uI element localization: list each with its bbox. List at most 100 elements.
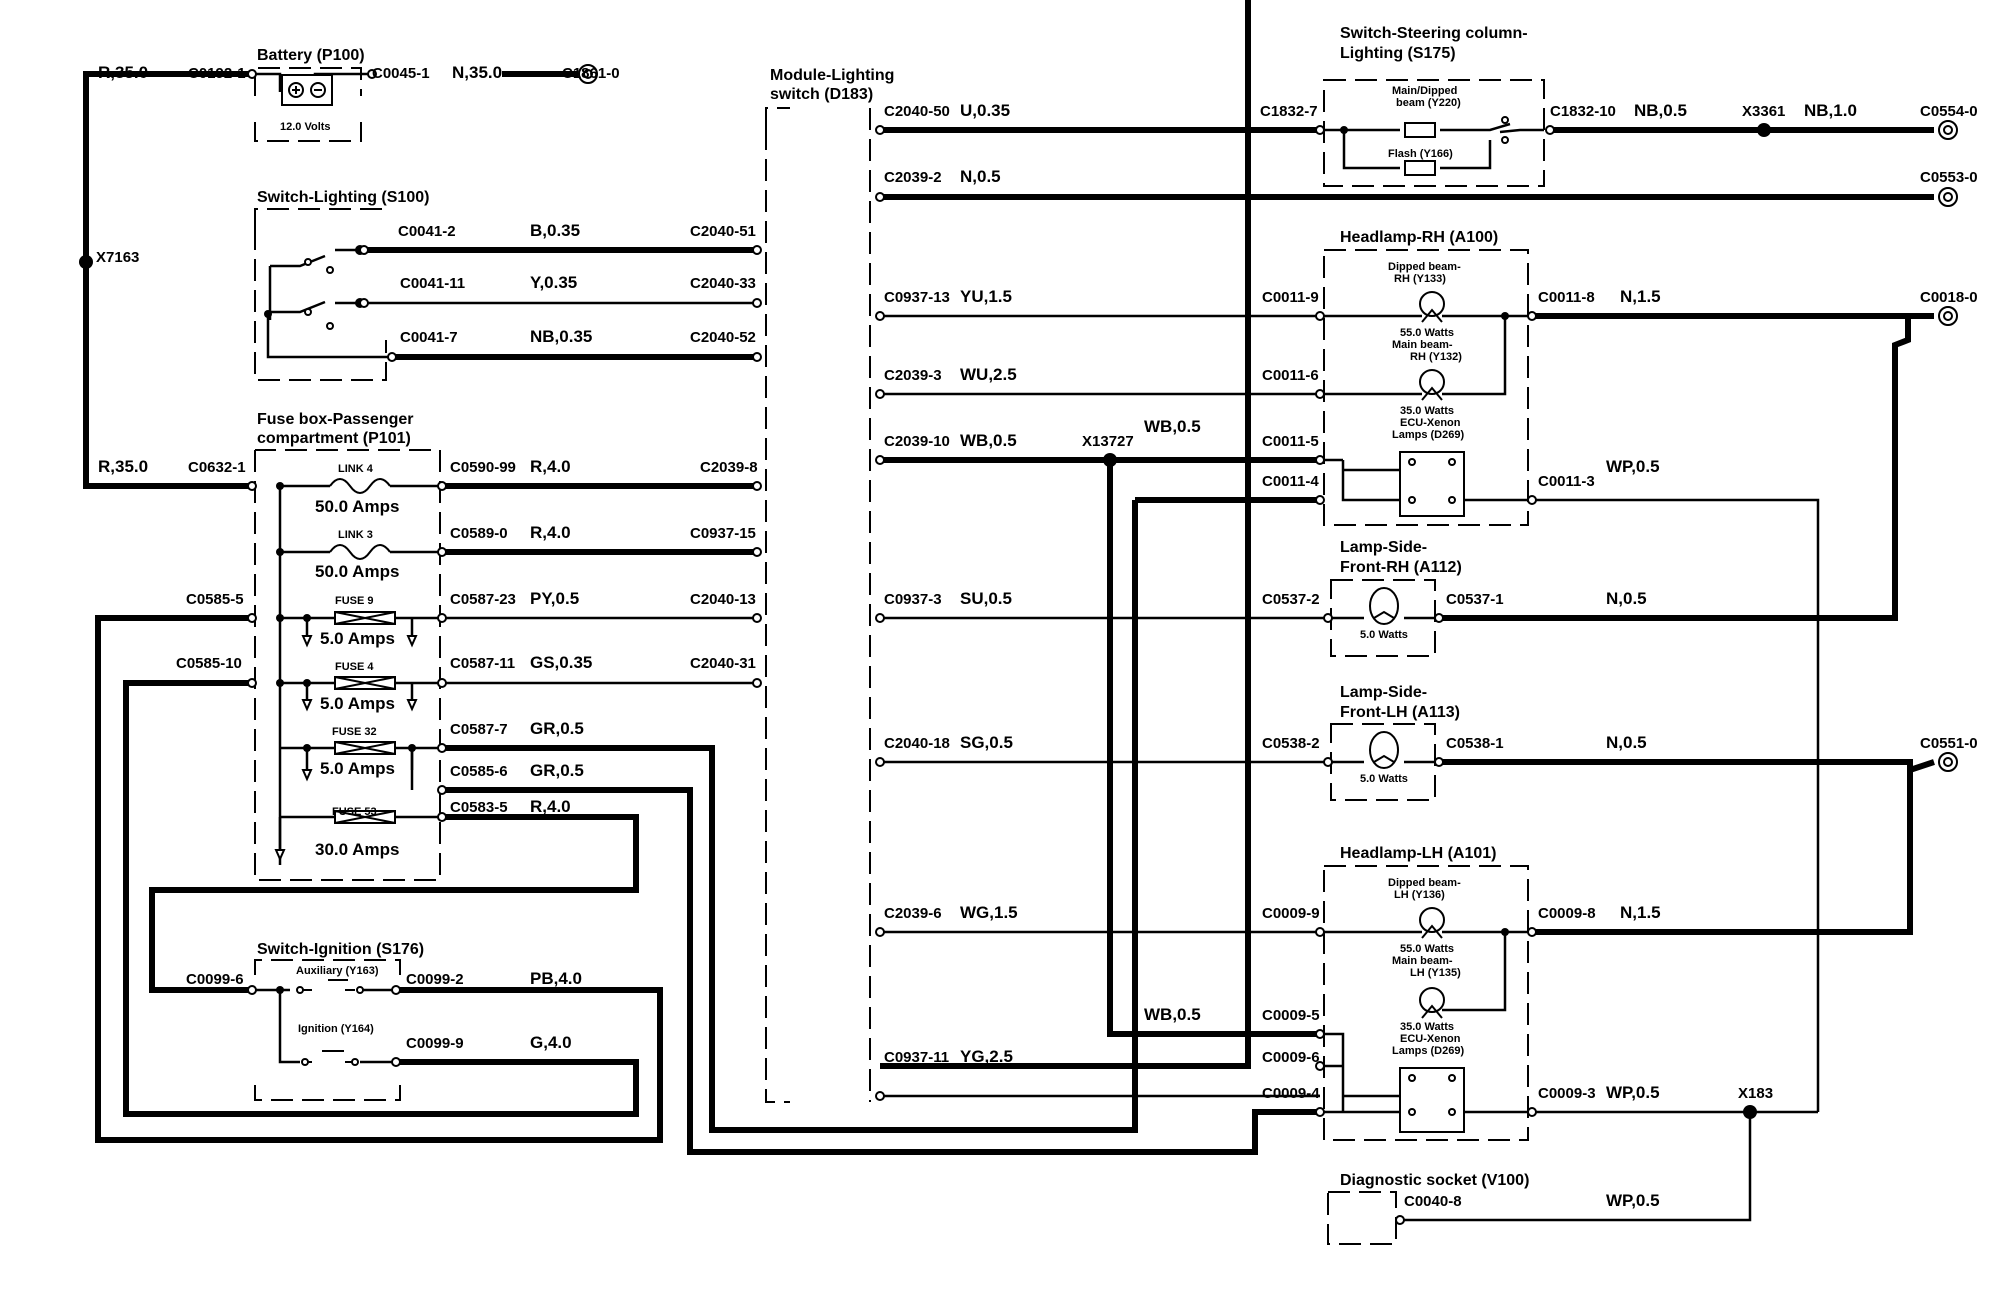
- wire-label-r40-b: R,4.0: [530, 523, 571, 542]
- conn-c2039-3: C2039-3: [884, 367, 942, 384]
- conn-c0587-11: C0587-11: [450, 655, 515, 672]
- title-switch-steering-2: Lighting (S175): [1340, 45, 1456, 62]
- title-fuse-box-2: compartment (P101): [257, 430, 411, 447]
- fuse-name-fuse4: FUSE 4: [335, 661, 374, 673]
- sub-ecu-lh-1: ECU-Xenon: [1400, 1033, 1461, 1045]
- connector-pin: [391, 985, 401, 995]
- connector-pin: [1315, 311, 1325, 321]
- wire-label-sg05: SG,0.5: [960, 733, 1013, 752]
- wire-yg25-c0011-4: [880, 0, 1251, 1069]
- steering-switch-symbol: [1324, 116, 1544, 176]
- ground-terminal-icon: [578, 64, 598, 84]
- conn-c1832-10: C1832-10: [1550, 103, 1616, 120]
- conn-c2040-18: C2040-18: [884, 735, 950, 752]
- connector-pin: [1315, 1029, 1325, 1039]
- connector-pin: [752, 613, 762, 623]
- sub-ecu-lh-2: Lamps (D269): [1392, 1045, 1464, 1057]
- fuse-rating-fuse4: 5.0 Amps: [320, 694, 395, 713]
- arrow-down-icon: [301, 635, 313, 648]
- battery-voltage: 12.0 Volts: [280, 121, 331, 133]
- ground-terminal-icon: [1938, 187, 1958, 207]
- title-lamp-side-lh-2: Front-LH (A113): [1340, 704, 1460, 721]
- fuse-rating-fuse53: 30.0 Amps: [315, 840, 399, 859]
- component-titles: Battery (P100) 12.0 Volts Switch-Lightin…: [257, 25, 1529, 1189]
- connector-pin: [1315, 1107, 1325, 1117]
- conn-c0937-3: C0937-3: [884, 591, 942, 608]
- wire-label-n05-top: N,0.5: [960, 167, 1001, 186]
- wire-label-wu25: WU,2.5: [960, 365, 1017, 384]
- conn-c2040-31: C2040-31: [690, 655, 756, 672]
- sub-ecu-rh-2: Lamps (D269): [1392, 429, 1464, 441]
- title-switch-lighting: Switch-Lighting (S100): [257, 189, 429, 206]
- fuse-rating-fuse9: 5.0 Amps: [320, 629, 395, 648]
- title-battery: Battery (P100): [257, 47, 365, 64]
- conn-c0009-3: C0009-3: [1538, 1085, 1596, 1102]
- conn-c2040-33: C2040-33: [690, 275, 756, 292]
- wire-label-y035: Y,0.35: [530, 273, 577, 292]
- sub-ign: Ignition (Y164): [298, 1023, 374, 1035]
- headlamp-lh-outline: [1323, 865, 1529, 1141]
- conn-c0041-2: C0041-2: [398, 223, 456, 240]
- conn-c2039-2: C2039-2: [884, 169, 942, 186]
- conn-c0009-6: C0009-6: [1262, 1049, 1320, 1066]
- connector-pin: [437, 678, 447, 688]
- connector-pin: [1323, 757, 1333, 767]
- connector-pin: [359, 245, 369, 255]
- wire-label-gs035: GS,0.35: [530, 653, 592, 672]
- wire-label-r40-a: R,4.0: [530, 457, 571, 476]
- conn-c0585-6: C0585-6: [450, 763, 508, 780]
- headlamp-rh-symbol: [1320, 291, 1532, 517]
- conn-c0590-99: C0590-99: [450, 459, 516, 476]
- title-switch-ignition: Switch-Ignition (S176): [257, 941, 424, 958]
- fuse-rating-fuse32: 5.0 Amps: [320, 759, 395, 778]
- connector-pin: [875, 927, 885, 937]
- sub-main-lh-1: Main beam-: [1392, 955, 1453, 967]
- wire-label-n15-rh: N,1.5: [1620, 287, 1661, 306]
- splice-x13727: X13727: [1082, 433, 1134, 450]
- arrow-down-icon: [301, 769, 313, 782]
- conn-c2039-8: C2039-8: [700, 459, 758, 476]
- title-lamp-side-rh-2: Front-RH (A112): [1340, 559, 1462, 576]
- connector-pin: [1315, 1061, 1325, 1071]
- connector-pin: [1527, 927, 1537, 937]
- wire-n15-lh: [1532, 770, 1913, 935]
- conn-c0099-6: C0099-6: [186, 971, 244, 988]
- connector-pin: [437, 812, 447, 822]
- connector-pin: [875, 192, 885, 202]
- diagnostic-outline: [1327, 1191, 1397, 1245]
- conn-c0192-1: C0192-1: [188, 65, 246, 82]
- connector-pin: [1315, 125, 1325, 135]
- wire-gr05-a: [442, 745, 715, 1130]
- conn-c0551-0: C0551-0: [1920, 735, 1978, 752]
- connector-pin: [1545, 125, 1555, 135]
- wire-label-wg15: WG,1.5: [960, 903, 1018, 922]
- connector-pin: [875, 613, 885, 623]
- fuse-name-fuse9: FUSE 9: [335, 595, 374, 607]
- connector-pin: [752, 547, 762, 557]
- fuse-labels: LINK 4 50.0 Amps LINK 3 50.0 Amps FUSE 9…: [315, 463, 399, 859]
- fuse-name-link3: LINK 3: [338, 529, 373, 541]
- sub-dip-rh-1: Dipped beam-: [1388, 261, 1461, 273]
- sub-w35-rh: 35.0 Watts: [1400, 405, 1454, 417]
- splice-dots: [79, 123, 1771, 1119]
- sub-ecu-rh-1: ECU-Xenon: [1400, 417, 1461, 429]
- connector-pin: [1315, 927, 1325, 937]
- conn-c0011-3: C0011-3: [1538, 473, 1595, 490]
- sub-main-rh-2: RH (Y132): [1410, 351, 1462, 363]
- title-module-lighting-1: Module-Lighting: [770, 67, 894, 84]
- module-lighting-outline: [765, 107, 871, 1103]
- title-headlamp-rh: Headlamp-RH (A100): [1340, 229, 1498, 246]
- wire-wp05-c: [1400, 1112, 1752, 1222]
- wire-labels: R,35.0 N,35.0 B,0.35 Y,0.35 NB,0.35 R,35…: [98, 63, 1857, 1210]
- connector-pin: [1395, 1215, 1405, 1225]
- wire-label-wb05-c: WB,0.5: [1144, 1005, 1201, 1024]
- connector-pin: [1315, 495, 1325, 505]
- conn-c0011-6: C0011-6: [1262, 367, 1319, 384]
- connector-pin: [247, 985, 257, 995]
- sub-labels: Main/Dipped beam (Y220) Flash (Y166) Dip…: [296, 85, 1464, 1057]
- wire-label-nb10: NB,1.0: [1804, 101, 1857, 120]
- lamp-side-rh-outline: [1330, 579, 1436, 657]
- conn-c0583-5: C0583-5: [450, 799, 508, 816]
- wire-label-su05: SU,0.5: [960, 589, 1012, 608]
